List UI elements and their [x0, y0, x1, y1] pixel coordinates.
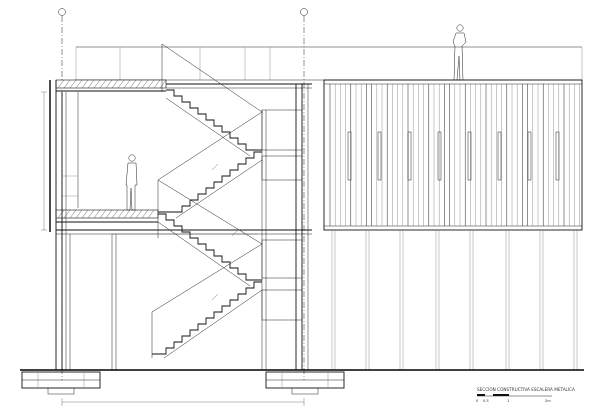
louver-slot — [527, 131, 532, 181]
stair-flights — [151, 43, 263, 359]
louver-slot — [377, 131, 382, 181]
title-block: SECCION CONSTRUCTIVA ESCALERA METALICA 0… — [476, 387, 575, 403]
facade-louvers — [323, 79, 583, 231]
gridline-bubble-left — [58, 8, 66, 16]
scale-tick-label: 0 — [476, 399, 479, 403]
scale-bar-segment — [477, 394, 485, 396]
ground-and-foundations — [20, 369, 584, 395]
gridline-bubble-right — [300, 8, 308, 16]
scale-figure-roof — [452, 24, 467, 81]
louver-fins — [329, 84, 580, 226]
floor-slab — [55, 209, 312, 235]
scale-figure-interior — [125, 154, 138, 211]
scale-tick-label: 1 — [507, 399, 509, 403]
louver-slot — [437, 131, 442, 181]
roof-slab — [55, 79, 312, 92]
scale-bar-segment — [493, 394, 509, 396]
scale-tick-label: 0.5 — [483, 399, 489, 403]
drawing-title: SECCION CONSTRUCTIVA ESCALERA METALICA — [477, 387, 575, 392]
louver-slot — [407, 131, 412, 181]
core-columns — [261, 84, 309, 370]
louver-window-slots — [347, 131, 560, 181]
pilotis-columns — [331, 230, 578, 370]
louver-slot — [555, 131, 560, 181]
scale-tick-label: 2m — [545, 399, 551, 403]
dimension-lines — [41, 91, 305, 406]
louver-slot — [467, 131, 472, 181]
left-columns — [49, 80, 117, 370]
louver-slot — [347, 131, 352, 181]
roof-railing — [75, 46, 583, 81]
louver-slot — [497, 131, 502, 181]
